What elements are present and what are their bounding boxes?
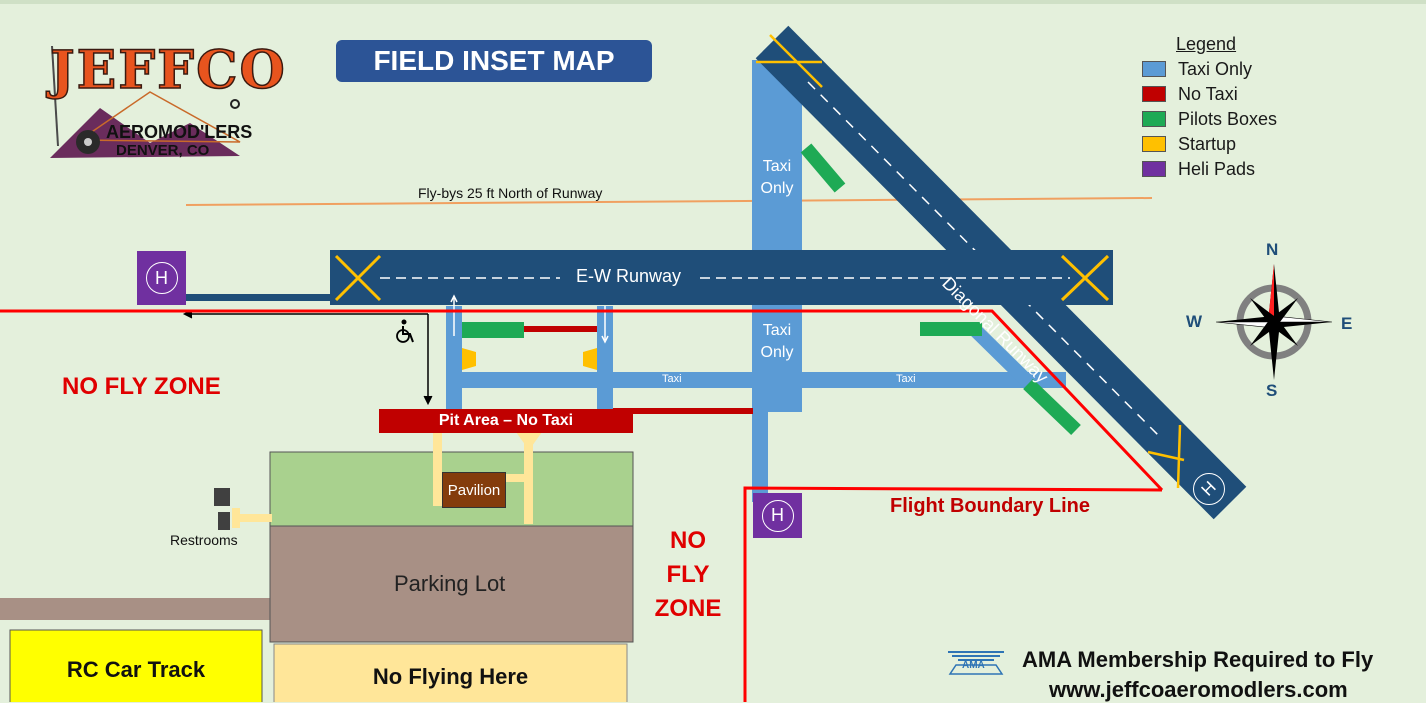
- legend-label: Heli Pads: [1178, 158, 1256, 179]
- flight-boundary-label: Flight Boundary Line: [890, 495, 1090, 517]
- boundary-line: [743, 486, 1163, 702]
- legend-item: No Taxi: [1142, 83, 1238, 105]
- access-road: [0, 598, 272, 620]
- diagonal-centerline: [807, 81, 1161, 438]
- pilot-box: [462, 322, 524, 338]
- restroom-building: [218, 512, 230, 530]
- legend-label: Taxi Only: [1178, 58, 1253, 79]
- map-title: FIELD INSET MAP: [336, 40, 652, 82]
- heli-pad-south: H: [753, 493, 802, 538]
- startup-marker: [462, 348, 476, 370]
- legend-swatch: [1142, 61, 1166, 77]
- logo-name: JEFFCO: [49, 39, 287, 102]
- pit-area-banner: Pit Area – No Taxi: [379, 409, 633, 433]
- restroom-walk: [232, 514, 272, 522]
- pavilion: Pavilion: [442, 472, 506, 508]
- rc-car-track-label: RC Car Track: [66, 657, 206, 682]
- legend-swatch: [1142, 161, 1166, 177]
- rc-car-track: [9, 629, 263, 702]
- taxi-diagonal-spur: [967, 322, 1035, 389]
- compass-e: E: [1341, 314, 1353, 333]
- heli-pad-letter: H: [145, 262, 178, 294]
- ama-logo-text: AMA: [962, 660, 985, 671]
- direction-arrow: [450, 294, 458, 303]
- club-logo: JEFFCO AEROMOD'LERS DENVER, CO: [40, 38, 285, 178]
- access-arrow: [423, 395, 433, 406]
- compass-s: S: [1266, 381, 1278, 400]
- no-fly-zone-west: NO FLY ZONE: [62, 373, 221, 400]
- ew-threshold-x: [1060, 254, 1110, 302]
- legend-swatch: [1142, 86, 1166, 102]
- no-fly-zone-south: NO FLY ZONE: [648, 524, 728, 626]
- legend-item: Heli Pads: [1142, 158, 1255, 180]
- no-fly-word: ZONE: [654, 595, 722, 622]
- heli-pad-diagonal: H: [1186, 466, 1232, 512]
- no-taxi-line: [524, 326, 597, 332]
- direction-arrow: [601, 335, 609, 344]
- parking-lot: [269, 525, 634, 643]
- taxiways: [446, 60, 1066, 502]
- logo-location: DENVER, CO: [116, 142, 210, 159]
- taxi-east-west: [446, 372, 1066, 388]
- pavilion-walk: [516, 432, 542, 446]
- compass-n: N: [1266, 240, 1279, 259]
- legend-item: Startup: [1142, 133, 1236, 155]
- top-strip: [0, 0, 1426, 4]
- heli-pad-letter: H: [1186, 466, 1232, 512]
- legend-label: Startup: [1178, 133, 1237, 154]
- flyby-line: [185, 197, 1153, 206]
- taxi-label: Taxi: [896, 373, 916, 385]
- restroom-walk: [232, 508, 240, 528]
- compass-rose-icon: [1215, 264, 1333, 380]
- heli-pad-west: H: [137, 251, 186, 305]
- startup-marker: [583, 348, 597, 370]
- restrooms-label: Restrooms: [170, 532, 238, 548]
- flight-boundary: [0, 309, 1164, 702]
- no-fly-word: NO: [670, 527, 706, 554]
- taxi-only-north-strip: [752, 60, 802, 412]
- pavilion-walk: [506, 474, 530, 482]
- diagonal-threshold-x: [1176, 424, 1182, 489]
- website-url: www.jeffcoaeromodlers.com: [1049, 677, 1348, 702]
- no-flying-area: [273, 643, 628, 702]
- accessibility-icon: [396, 319, 414, 343]
- taxi-label: Taxi: [662, 373, 682, 385]
- no-taxi-line: [613, 408, 753, 414]
- pilot-box: [800, 143, 846, 193]
- taxi-south-connector: [752, 410, 768, 502]
- taxi-only-label-north: Taxi Only: [760, 158, 794, 197]
- legend-label: No Taxi: [1178, 83, 1238, 104]
- parking-lot-label: Parking Lot: [394, 571, 506, 596]
- legend-swatch: [1142, 111, 1166, 127]
- flyby-note: Fly-bys 25 ft North of Runway: [418, 185, 603, 201]
- legend-heading: Legend: [1176, 34, 1237, 54]
- legend-item: Taxi Only: [1142, 58, 1252, 80]
- legend-label: Pilots Boxes: [1178, 108, 1278, 129]
- pilot-box: [920, 322, 982, 336]
- ama-membership-note: AMA Membership Required to Fly: [1022, 647, 1374, 672]
- taxi-only-label-south: Taxi Only: [760, 322, 794, 361]
- boundary-line: [0, 309, 1164, 492]
- west-heli-path: [186, 294, 332, 301]
- restroom-building: [214, 488, 230, 506]
- heli-pad-letter: H: [761, 499, 794, 532]
- legend-swatch: [1142, 136, 1166, 152]
- pilot-box: [1023, 378, 1081, 436]
- ew-threshold-x: [334, 254, 382, 302]
- ew-runway-label: E-W Runway: [576, 266, 682, 286]
- ew-runway: [330, 250, 1113, 305]
- logo-graphic-icon: [50, 45, 241, 158]
- logo-club: AEROMOD'LERS: [106, 122, 253, 142]
- compass-w: W: [1186, 312, 1203, 331]
- no-flying-here-label: No Flying Here: [372, 664, 529, 689]
- no-fly-word: FLY: [666, 561, 710, 588]
- pavilion-walk: [433, 432, 442, 506]
- legend-item: Pilots Boxes: [1142, 108, 1277, 130]
- pilot-boxes: [462, 143, 1081, 436]
- ama-logo-icon: [948, 651, 1004, 675]
